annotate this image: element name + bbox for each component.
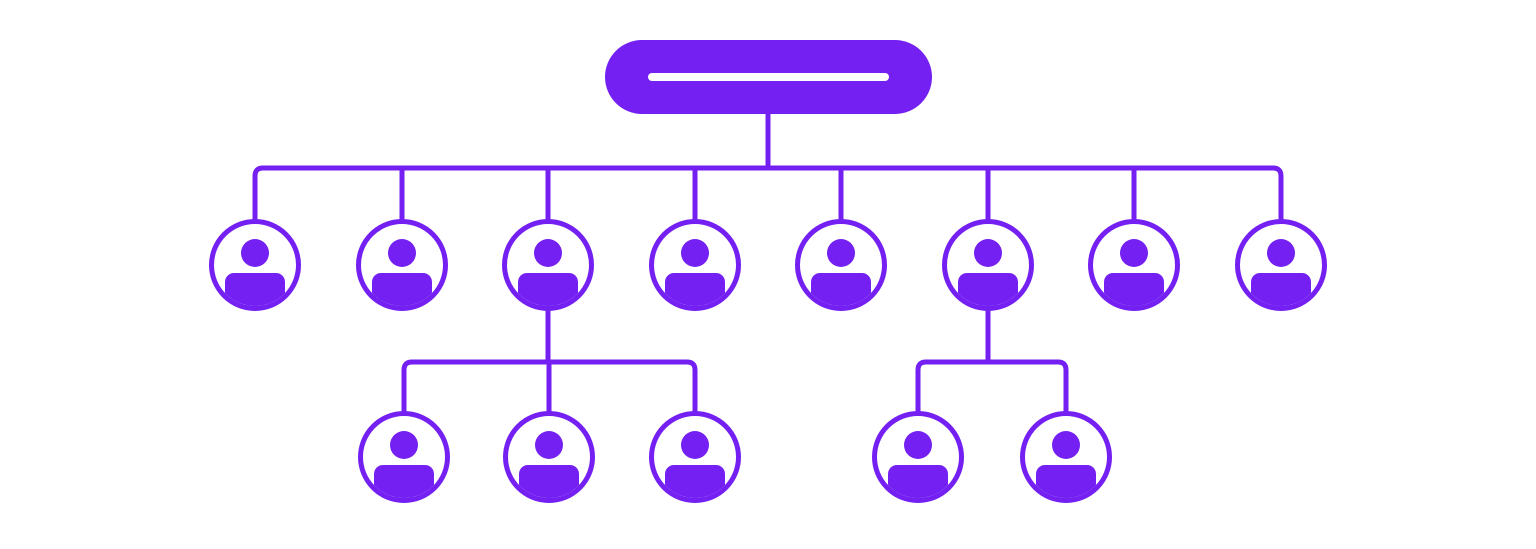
user-icon <box>1251 239 1311 306</box>
user-icon <box>1036 431 1096 498</box>
user-icon-body <box>1251 273 1311 306</box>
user-icon-head <box>1267 239 1295 267</box>
user-icon-head <box>388 239 416 267</box>
user-icon-body <box>1104 273 1164 306</box>
user-icon-body <box>665 273 725 306</box>
member-node-l1-3 <box>502 219 594 311</box>
user-icon <box>1104 239 1164 306</box>
user-icon-head <box>390 431 418 459</box>
member-node-l2-2-3 <box>649 411 741 503</box>
user-icon-body <box>665 465 725 498</box>
top-bus-line <box>252 165 1284 222</box>
user-icon <box>518 239 578 306</box>
member-node-l1-1 <box>209 219 301 311</box>
user-icon-head <box>535 431 563 459</box>
user-icon-head <box>681 431 709 459</box>
connector-lines <box>252 109 1284 414</box>
user-icon-head <box>1052 431 1080 459</box>
member-node-l2-5-2 <box>1020 411 1112 503</box>
user-icon-body <box>811 273 871 306</box>
user-icon <box>888 431 948 498</box>
user-icon-body <box>372 273 432 306</box>
member-node-l2-5-1 <box>872 411 964 503</box>
user-icon-body <box>888 465 948 498</box>
root-node <box>605 40 932 114</box>
member-node-l1-7 <box>1088 219 1180 311</box>
user-icon <box>665 431 725 498</box>
user-icon <box>519 431 579 498</box>
member-node-l2-2-1 <box>358 411 450 503</box>
member-node-l1-6 <box>942 219 1034 311</box>
user-icon <box>665 239 725 306</box>
member-node-l1-2 <box>356 219 448 311</box>
member-node-l1-8 <box>1235 219 1327 311</box>
user-icon <box>374 431 434 498</box>
user-icon-body <box>225 273 285 306</box>
user-icon-head <box>534 239 562 267</box>
title-placeholder-bar <box>648 73 889 81</box>
user-icon-head <box>1120 239 1148 267</box>
user-icon-body <box>958 273 1018 306</box>
member-node-l1-4 <box>649 219 741 311</box>
user-icon-head <box>681 239 709 267</box>
user-icon-head <box>241 239 269 267</box>
user-icon <box>811 239 871 306</box>
user-icon-body <box>518 273 578 306</box>
member-node-l1-5 <box>795 219 887 311</box>
member-node-l2-2-2 <box>503 411 595 503</box>
user-icon-head <box>904 431 932 459</box>
user-icon-body <box>519 465 579 498</box>
user-icon-head <box>974 239 1002 267</box>
user-icon-head <box>827 239 855 267</box>
user-icon <box>958 239 1018 306</box>
sub-bus-line-5 <box>915 359 1069 414</box>
user-icon <box>225 239 285 306</box>
user-icon <box>372 239 432 306</box>
user-icon-body <box>374 465 434 498</box>
user-icon-body <box>1036 465 1096 498</box>
